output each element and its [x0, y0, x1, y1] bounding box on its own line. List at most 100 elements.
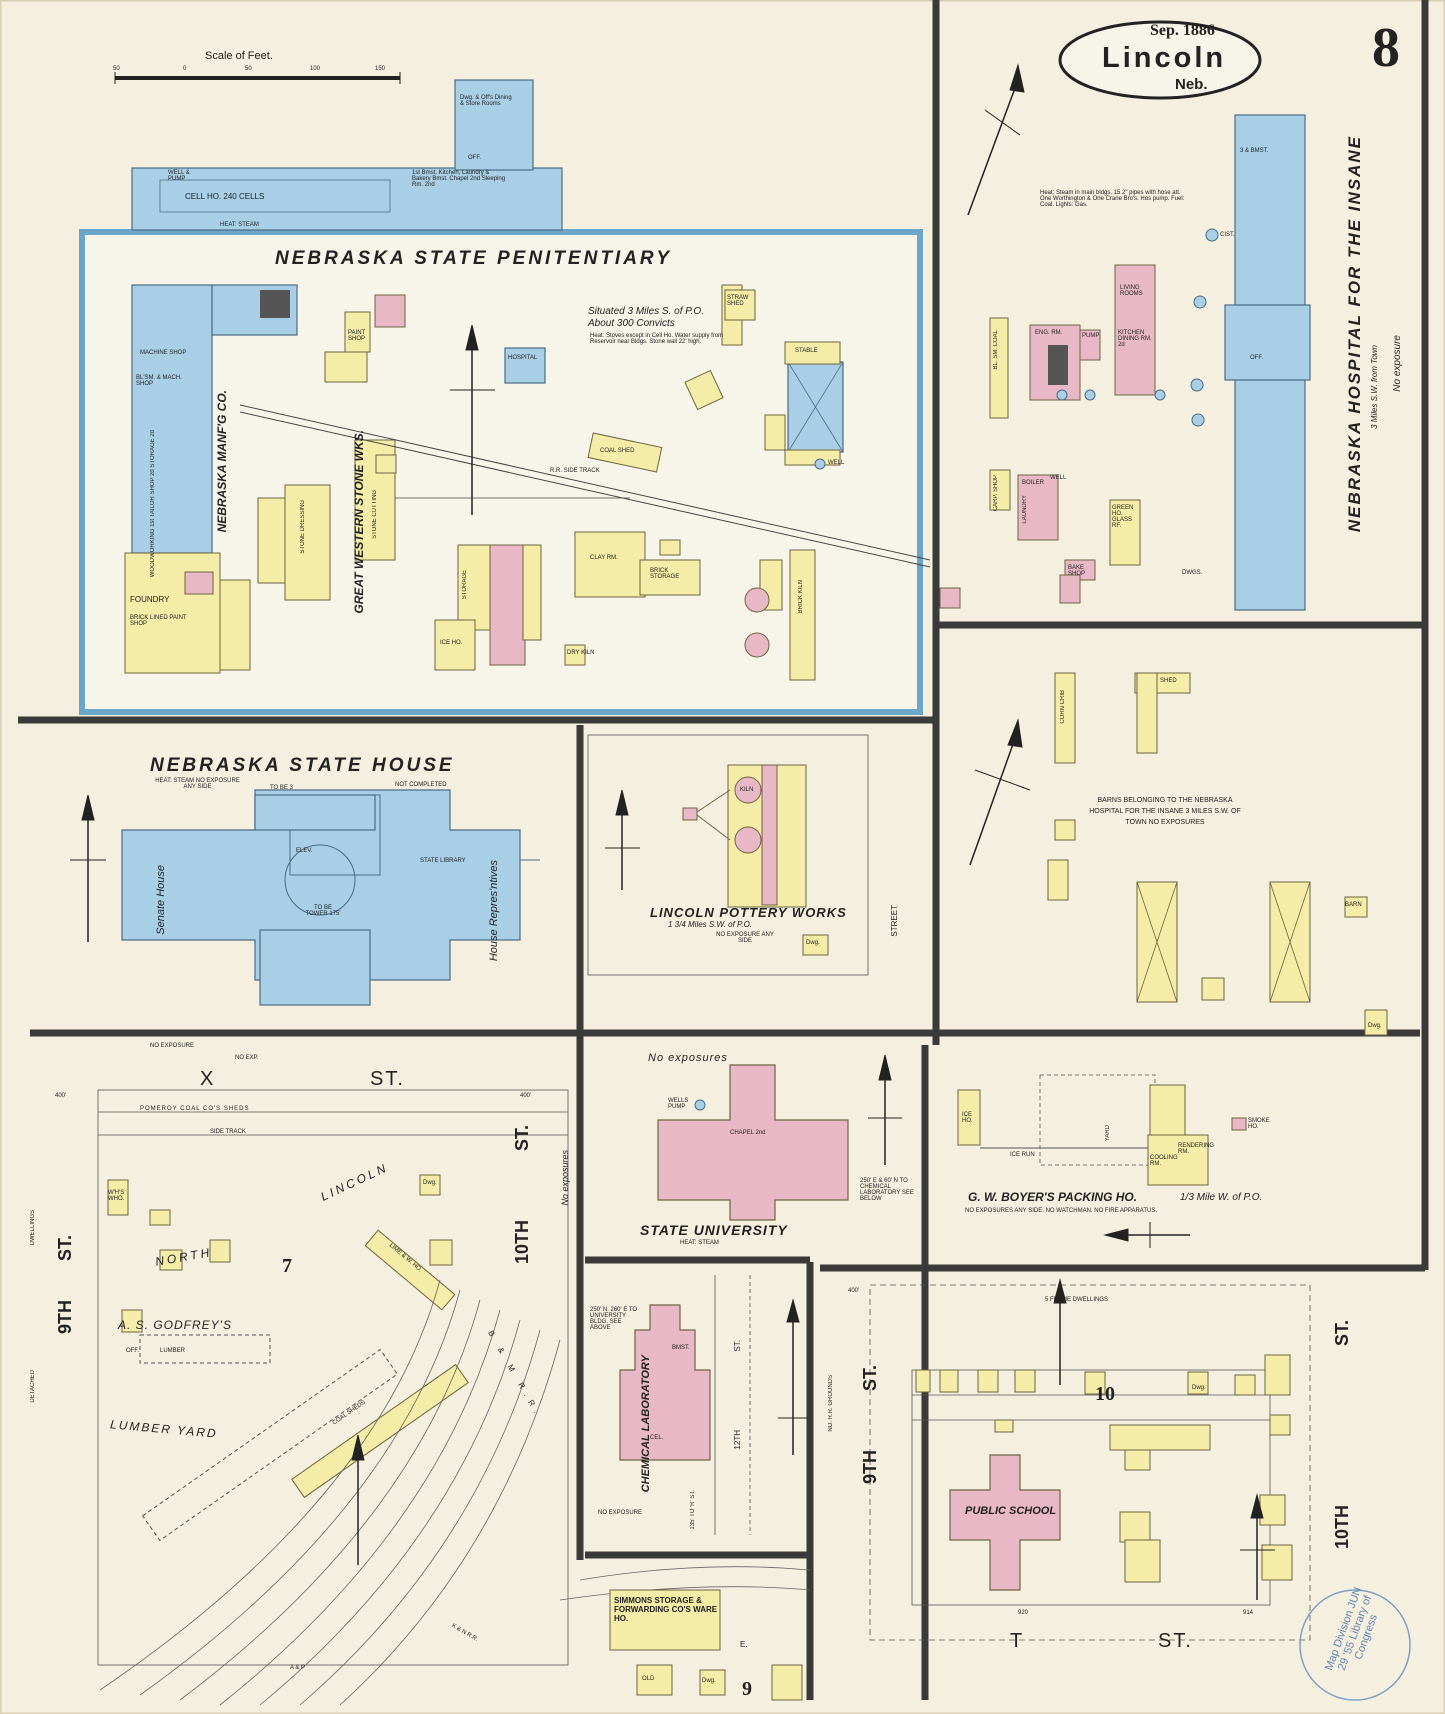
foundry-label: FOUNDRY [130, 595, 170, 604]
well-pump-label: WELL & PUMP [168, 170, 190, 182]
university-title: STATE UNIVERSITY [640, 1222, 788, 1238]
cell-house-label: CELL HO. 240 CELLS [185, 192, 265, 201]
engine-room-label: ENG. RM. [1035, 330, 1063, 336]
chemical-lab-building [619, 1275, 751, 1535]
dry-kiln-label: DRY KILN [567, 650, 595, 656]
street-dividers [18, 0, 1429, 1700]
north-arrow-icon [450, 324, 495, 515]
hospital-dwellings-label: DWGS. [1182, 570, 1203, 576]
pottery-street-label: STREET [890, 905, 899, 937]
elevator-label: ELEV. [296, 848, 313, 854]
t-street-st-label: ST. [1158, 1630, 1193, 1652]
ice-house-label: ICE HO. [440, 640, 463, 646]
kitchen-label: 1st Bmst. Kitchen, Laundry & Bakery Bmst… [412, 170, 506, 188]
scale-tick: 0 [183, 66, 187, 72]
penitentiary-heat-note: Heat: Stoves except in Cell Ho. Water su… [590, 333, 724, 345]
x-street-st-label: ST. [370, 1068, 405, 1090]
school-title: PUBLIC SCHOOL [965, 1505, 1057, 1517]
chemical-exposure: NO EXPOSURE [598, 1510, 643, 1516]
penitentiary-location: Situated 3 Miles S. of P.O. [588, 306, 704, 317]
north-arrow-icon [351, 1434, 365, 1565]
coal-shed-label: COAL SHED [600, 448, 635, 454]
hospital-buildings [939, 114, 1311, 611]
kiln-label: KILN [740, 787, 754, 793]
university-building [657, 1064, 849, 1221]
yard-label: YARD [1105, 1125, 1111, 1142]
bake-shop-label: BAKE SHOP [1068, 565, 1086, 577]
no-exposure-label: NO EXPOSURE [150, 1043, 195, 1049]
packing-exposure: NO EXPOSURES ANY SIDE. NO WATCHMAN. NO F… [965, 1208, 1158, 1214]
school-tenth-label: 10TH [1332, 1505, 1352, 1550]
tenth-st-label: ST. [512, 1125, 532, 1152]
north-arrow-icon [868, 1054, 902, 1165]
hospital-well-label: WELL [1050, 475, 1067, 481]
pottery-exposure: NO EXPOSURE ANY SIDE [716, 932, 774, 944]
detached-label: DETACHED [30, 1370, 36, 1403]
chemical-cellar-label: CEL. [650, 1435, 664, 1441]
stone-dressing-label: STONE DRESSING [300, 500, 306, 554]
to-be-label: TO BE 3 [270, 785, 293, 791]
twelfth-st-label: ST. [733, 1340, 742, 1352]
pump-label: PUMP [1082, 333, 1100, 339]
t-street-label: T [1010, 1630, 1025, 1652]
north-arrow-icon [605, 789, 640, 890]
barn-buildings [1047, 672, 1388, 1036]
north-arrow-icon [969, 718, 1031, 866]
barn-dwelling-label: Dwg. [1368, 1023, 1382, 1029]
penitentiary-wall [79, 79, 931, 715]
chemical-distance-label: 135' TO 'R' ST. [690, 1490, 696, 1530]
north-arrow-icon [1053, 1278, 1067, 1385]
storage-label: STORAGE [462, 570, 468, 600]
simmons-buildings [609, 1589, 803, 1701]
not-completed-label: NOT COMPLETED [395, 782, 447, 788]
frame-dwellings-label: 5 FRAME DWELLINGS [1045, 1297, 1109, 1303]
pottery-title: LINCOLN POTTERY WORKS [650, 905, 847, 920]
boiler-label: BOILER [1022, 480, 1045, 486]
pottery-dwelling-label: Dwg. [806, 940, 820, 946]
university-heat: HEAT: STEAM [680, 1240, 719, 1246]
smoke-house-label: SMOKE HO. [1248, 1118, 1270, 1130]
wells-pump-label: WELLS PUMP [668, 1098, 689, 1110]
laundry-label: LAUNDRY [1022, 495, 1028, 524]
packing-house-buildings [957, 1074, 1247, 1186]
scale-tick: 50 [113, 66, 120, 72]
brick-kiln-label: BRICK KILN [798, 580, 804, 614]
penitentiary-convicts: About 300 Convicts [588, 318, 675, 329]
sheet-date: Sep. 1886 [1150, 22, 1215, 39]
house-label: House Repres'ntives [488, 860, 500, 962]
dwelling-label: Dwg. & Off's Dining & Store Rooms [460, 95, 512, 107]
library-stamp-seal [1299, 1589, 1411, 1701]
school-number-914: 914 [1243, 1610, 1254, 1616]
stone-works-label: GREAT WESTERN STONE WKS. [352, 430, 366, 614]
hospital-title: NEBRASKA HOSPITAL FOR THE INSANE [1345, 135, 1364, 533]
rendering-room-label: RENDERING RM. [1178, 1143, 1215, 1155]
north-arrow-icon [1103, 1222, 1190, 1248]
state-house-title: NEBRASKA STATE HOUSE [150, 755, 455, 776]
lumber-dwelling-label: Dwg. [423, 1180, 437, 1186]
well-label: WELL [828, 460, 845, 466]
hospital-basement-label: 3 & BMST. [1240, 148, 1269, 154]
rr-track-label: R.R. SIDE TRACK [550, 468, 600, 474]
no-exp-label: NO EXP. [235, 1055, 259, 1061]
pottery-buildings [587, 734, 869, 976]
university-exposures: No exposures [648, 1052, 728, 1064]
packing-title: G. W. BOYER'S PACKING HO. [968, 1190, 1138, 1204]
title-cartouche [1058, 20, 1262, 100]
ap-railroad-label: A & P [290, 1665, 306, 1671]
university-note: 250' E & 60' N TO CHEMICAL LABORATORY SE… [860, 1178, 914, 1202]
carpenter-shop-label: CARP. SHOP [993, 475, 999, 512]
simmons-e-label: E. [740, 1640, 748, 1649]
distance-400-label: 400' [55, 1093, 67, 1099]
chemical-basement-label: BMST. [672, 1345, 690, 1351]
twelfth-street-label: 12TH [733, 1430, 742, 1450]
lumber-yard-features [97, 1089, 811, 1706]
offices-label: OFF. [468, 155, 481, 161]
machine-shop-label: MACHINE SHOP [140, 350, 187, 356]
barn-label: BARN [1345, 902, 1362, 908]
school-ninth-st-label: ST. [860, 1365, 880, 1392]
packing-distance: 1/3 Mile W. of P.O. [1180, 1192, 1263, 1203]
corn-crib-label: CORN CRIB [1060, 690, 1066, 724]
side-track-label: SIDE TRACK [210, 1129, 246, 1135]
ninth-street-label: 9TH [55, 1300, 75, 1335]
